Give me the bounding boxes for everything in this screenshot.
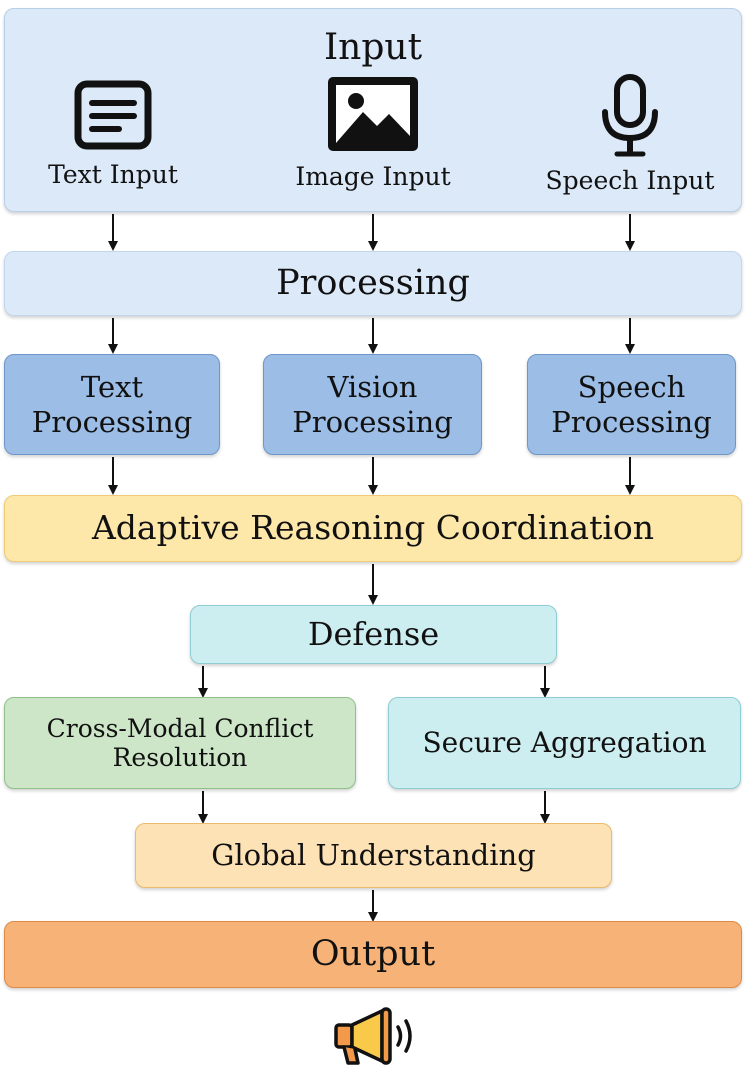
image-input-item: Image Input [273,74,473,191]
conflict-line2: Resolution [112,743,248,772]
input-title: Input [323,27,423,68]
text-processing-line2: Processing [31,404,193,439]
speech-processing-box: Speech Processing [527,354,736,455]
secure-aggregation-box: Secure Aggregation [388,697,741,789]
microphone-icon [602,74,658,157]
coordination-label: Adaptive Reasoning Coordination [91,508,655,548]
image-icon [328,77,418,151]
megaphone-icon [334,1007,412,1065]
output-label: Output [310,933,436,974]
global-understanding-box: Global Understanding [135,823,612,888]
speech-processing-line2: Processing [551,404,712,439]
text-processing-box: Text Processing [4,354,220,455]
defense-box: Defense [190,605,557,664]
text-processing-line1: Text [80,370,144,405]
conflict-resolution-box: Cross-Modal Conflict Resolution [4,697,356,789]
speech-processing-line1: Speech [577,370,686,405]
secure-aggregation-label: Secure Aggregation [422,726,707,760]
vision-processing-line2: Processing [292,404,453,439]
output-box: Output [4,921,742,988]
text-input-label: Text Input [48,160,178,189]
conflict-line1: Cross-Modal Conflict [46,713,314,743]
coordination-box: Adaptive Reasoning Coordination [4,495,742,562]
processing-title: Processing [276,262,470,303]
vision-processing-line1: Vision [327,370,418,405]
vision-processing-box: Vision Processing [263,354,482,455]
processing-band: Processing [4,251,742,316]
image-input-label: Image Input [295,162,451,191]
text-input-item: Text Input [13,80,213,189]
global-understanding-label: Global Understanding [211,838,536,873]
document-icon [74,80,152,150]
defense-label: Defense [307,614,440,653]
speech-input-label: Speech Input [545,166,715,195]
speech-input-item: Speech Input [530,74,730,195]
